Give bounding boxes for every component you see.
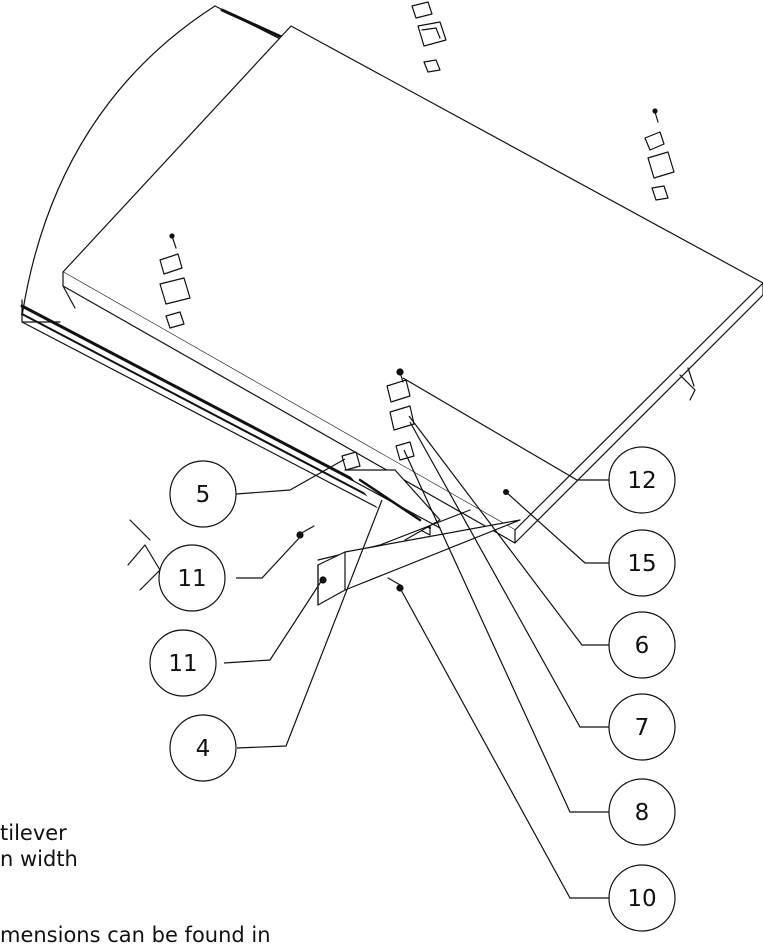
note-line-2: n width	[0, 847, 78, 871]
base-block	[317, 519, 521, 606]
balloon-12: 12	[608, 446, 676, 514]
balloon-10: 10	[608, 864, 676, 932]
clamp-part-5	[341, 451, 361, 471]
balloon-circle	[169, 460, 237, 528]
balloon-6: 6	[608, 611, 676, 679]
leader-8	[403, 449, 609, 813]
balloon-label: 7	[635, 715, 650, 741]
balloon-label: 5	[196, 482, 211, 508]
balloon-circle	[608, 778, 676, 846]
balloon-circle	[608, 611, 676, 679]
leader-lines	[223, 377, 609, 899]
bolt-11	[296, 525, 315, 539]
balloon-8: 8	[608, 778, 676, 846]
balloon-7: 7	[608, 693, 676, 761]
balloon-circle	[608, 864, 676, 932]
balloon-label: 4	[196, 736, 211, 762]
balloon-circle	[158, 544, 226, 612]
balloon-label: 11	[168, 651, 197, 677]
main-panel	[62, 25, 763, 544]
balloon-5: 5	[169, 460, 237, 528]
balloon-label: 15	[627, 551, 656, 577]
leader-5	[235, 458, 346, 495]
leader-11a	[236, 535, 302, 579]
leader-15	[505, 491, 609, 564]
balloon-label: 10	[627, 886, 656, 912]
leader-10	[399, 587, 609, 899]
balloon-circle	[149, 629, 217, 697]
curved-rear-panel	[21, 5, 291, 317]
hardware-cluster-top	[411, 1, 447, 73]
balloon-circle	[608, 693, 676, 761]
leader-11b	[223, 579, 323, 664]
balloon-label: 12	[627, 468, 656, 494]
balloon-4: 4	[169, 714, 237, 782]
balloon-circle	[608, 446, 676, 514]
note-line-3: mensions can be found in	[0, 923, 271, 944]
balloon-15: 15	[608, 529, 676, 597]
right-bracket	[679, 367, 696, 401]
leader-15-dot	[503, 489, 509, 495]
hardware-cluster-right	[644, 108, 675, 201]
leader-7	[409, 421, 609, 728]
balloon-11a: 11	[158, 544, 226, 612]
balloon-label: 6	[635, 633, 650, 659]
leader-12	[402, 377, 609, 481]
balloon-label: 11	[177, 566, 206, 592]
note-block: tilever n width mensions can be found in	[0, 821, 271, 944]
leader-4	[236, 499, 383, 749]
balloon-label: 8	[635, 800, 650, 826]
leader-6	[408, 415, 609, 646]
hardware-cluster-left	[159, 233, 191, 329]
balloon-11b: 11	[149, 629, 217, 697]
balloon-circle	[169, 714, 237, 782]
balloon-circle	[608, 529, 676, 597]
note-line-1: tilever	[0, 821, 67, 845]
